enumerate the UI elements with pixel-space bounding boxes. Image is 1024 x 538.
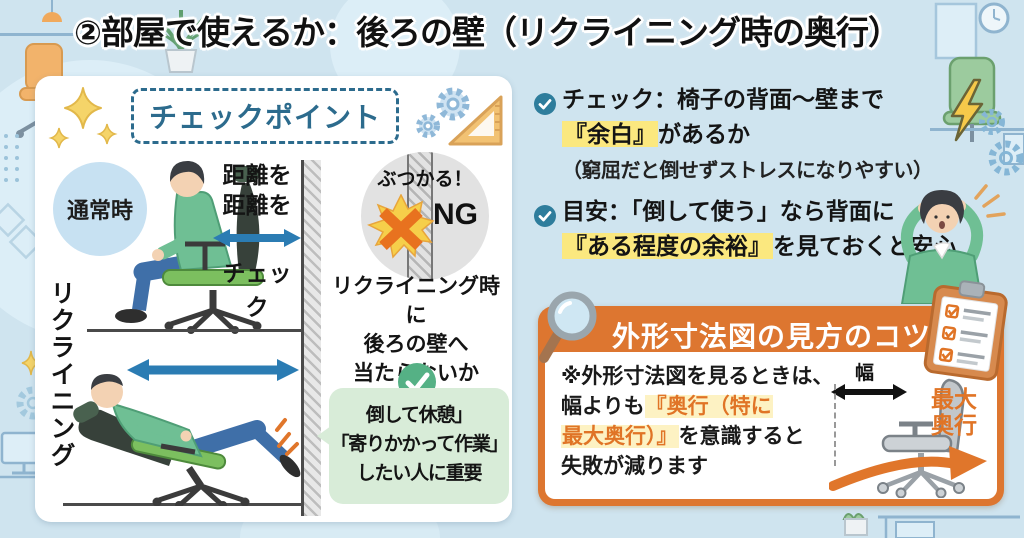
dimension-tips-box: 外形寸法図の見方のコツ ※外形寸法図を見るときは、 幅よりも『奥行（特に 最大奥… xyxy=(538,280,1008,506)
highlighted-term: 最大奥行）』 xyxy=(561,425,679,448)
width-label: 幅 xyxy=(855,363,875,384)
clipboard-checklist-icon xyxy=(923,280,1008,381)
max-depth-label-line: 奥行 xyxy=(931,412,977,438)
normal-state-label: 通常時 xyxy=(66,198,133,223)
pendant-lamp-icon xyxy=(42,12,62,22)
tips-text-segment: 幅よりも xyxy=(561,395,645,418)
check-bullet-icon xyxy=(534,205,556,227)
tips-line: 幅よりも『奥行（特に xyxy=(561,392,833,422)
max-depth-label: 最大 奥行 xyxy=(931,386,977,438)
recline-caption-line: リクライニング時に xyxy=(332,275,500,327)
bullet-note: （窮屈だと倒せずストレスになりやすい） xyxy=(562,160,933,182)
normal-state-badge: 通常時 xyxy=(53,162,147,256)
recline-caption-line: 後ろの壁へ xyxy=(363,333,469,356)
chair-diagram-illustration xyxy=(877,378,965,498)
tips-text: ※外形寸法図を見るときは、 幅よりも『奥行（特に 最大奥行）』を意識すると 失敗… xyxy=(561,362,833,482)
importance-note: 倒して休憩」 「寄りかかって作業」 したい人に重要 xyxy=(317,388,509,504)
check-bullet-icon xyxy=(534,93,556,115)
stretching-person-illustration xyxy=(900,184,1006,304)
depth-arrow-icon xyxy=(829,446,987,491)
checkpoint-header: チェックポイント xyxy=(131,88,399,144)
distance-caption-line: 距離を xyxy=(222,192,292,218)
gear-icon xyxy=(416,87,470,138)
sparkle-icon xyxy=(48,87,118,149)
bullet-guideline: 目安：「倒して使う」なら背面に 『ある程度の余裕』を見ておくと安心 xyxy=(562,196,956,261)
floor-line xyxy=(87,329,301,332)
plant-icon xyxy=(156,10,206,73)
impact-marks-icon xyxy=(275,418,299,456)
tips-title: 外形寸法図の見方のコツ xyxy=(612,321,932,352)
dashed-guide-line xyxy=(834,384,836,466)
bullet-text: 『ある程度の余裕』を見ておくと安心 xyxy=(562,231,956,261)
double-arrow-icon xyxy=(127,359,299,381)
desk-scene-decoration xyxy=(842,513,1020,538)
highlighted-term: 『奥行（特に xyxy=(644,395,773,418)
double-arrow-icon xyxy=(831,384,907,400)
tips-text-segment: ※外形寸法図を見るときは、 xyxy=(561,365,834,388)
checkpoint-header-label: チェックポイント xyxy=(148,102,381,133)
ng-cross-icon xyxy=(367,194,435,259)
tips-line: 失敗が減ります xyxy=(561,452,833,482)
ng-warning-text: ぶつかる！ xyxy=(377,169,473,190)
checkpoint-card: チェックポイント 通常時 xyxy=(35,76,512,522)
bullet-text: チェック：椅子の背面〜壁まで xyxy=(562,86,884,112)
tips-line: 最大奥行）』を意識すると xyxy=(561,422,833,452)
bullet-text-segment: があるか xyxy=(658,121,750,147)
triangle-ruler-icon xyxy=(448,95,503,146)
highlighted-term: 『余白』 xyxy=(562,121,658,147)
distance-caption-line: 距離を xyxy=(222,162,292,188)
check-caption: チェック xyxy=(222,260,292,320)
importance-note-line: 「寄りかかって作業」 xyxy=(330,434,508,455)
bullet-text: 『余白』があるか xyxy=(562,119,933,149)
reclining-person-illustration xyxy=(73,374,301,506)
gear-icon xyxy=(979,109,1024,176)
highlighted-term: 『ある程度の余裕』 xyxy=(562,233,773,259)
bullet-check-clearance: チェック：椅子の背面〜壁まで 『余白』があるか （窮屈だと倒せずストレスになりや… xyxy=(562,84,933,183)
tips-text-segment: 失敗が減ります xyxy=(561,455,708,478)
distance-caption: 距離を 距離を xyxy=(213,160,301,220)
wall-illustration xyxy=(301,160,321,516)
recline-caption: リクライニング時に 後ろの壁へ 当たらないか xyxy=(323,272,509,388)
lightning-icon xyxy=(950,78,984,142)
desk-scene-decoration xyxy=(930,2,1024,165)
page-title: ②部屋で使えるか：後ろの壁（リクライニング時の奥行） xyxy=(74,14,901,51)
importance-note-line: 倒して休憩」 xyxy=(365,405,473,426)
importance-note-line: したい人に重要 xyxy=(356,463,483,484)
tips-text-segment: を意識すると xyxy=(678,425,805,448)
ng-warning-badge: ぶつかる！ NG xyxy=(361,152,489,280)
double-arrow-icon xyxy=(213,229,301,247)
reclining-vertical-label: リクライニング xyxy=(47,280,75,469)
bullet-text: 目安：「倒して使う」なら背面に xyxy=(562,198,895,224)
tips-body: ※外形寸法図を見るときは、 幅よりも『奥行（特に 最大奥行）』を意識すると 失敗… xyxy=(545,352,997,499)
ng-label: NG xyxy=(433,198,478,231)
max-depth-label-line: 最大 xyxy=(931,386,977,412)
tips-line: ※外形寸法図を見るときは、 xyxy=(561,362,833,392)
magnifier-icon xyxy=(539,291,597,363)
